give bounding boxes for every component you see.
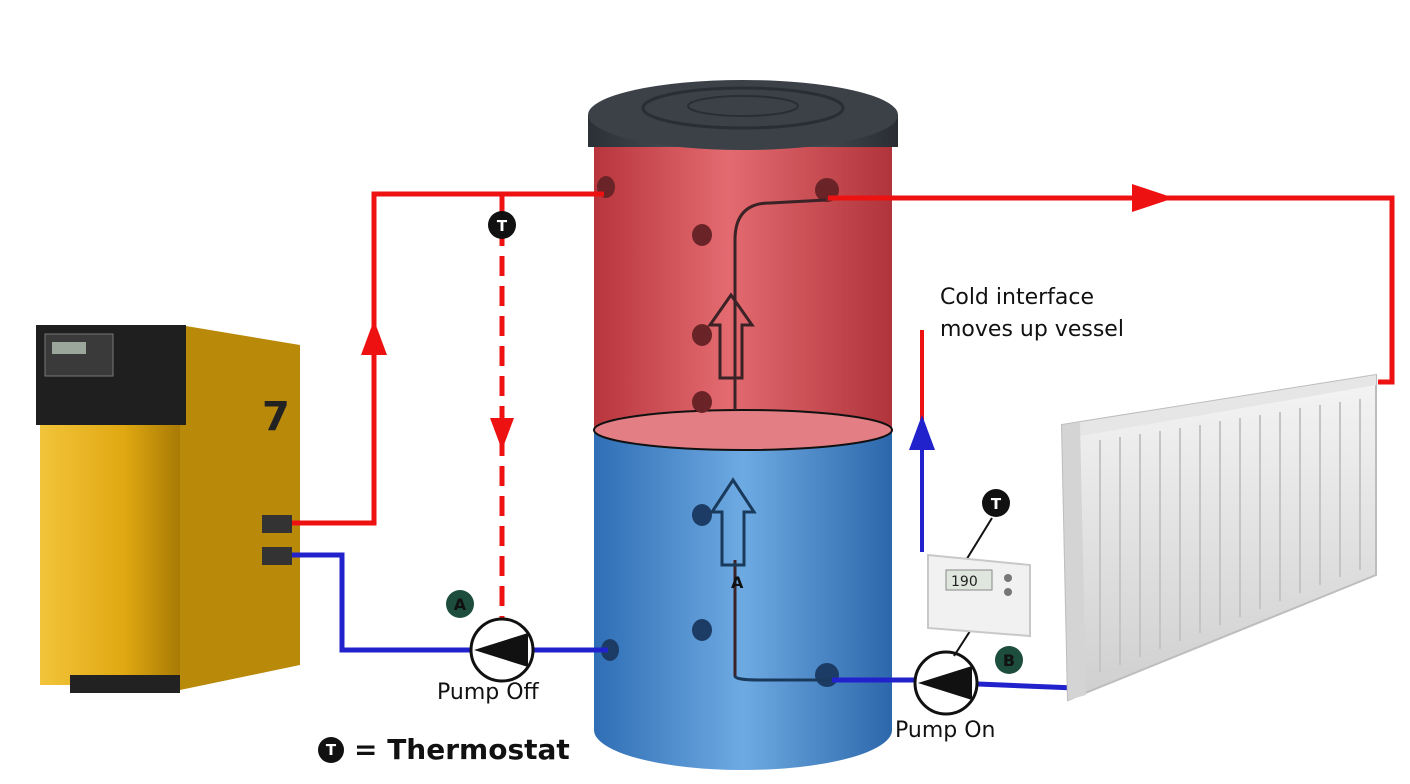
pump-a-arrow-icon <box>474 633 528 667</box>
arrow-a-label: A <box>731 573 744 592</box>
radiator-top <box>1062 375 1376 438</box>
radiator-return-pipe <box>977 681 1076 691</box>
interface-up-arrow-icon <box>909 415 935 450</box>
boiler-front <box>40 385 180 685</box>
pipes <box>292 184 1395 691</box>
thermostat-legend-icon: T <box>318 736 344 763</box>
boiler-logo-icon: 7 <box>262 394 290 440</box>
boiler-side <box>180 325 300 690</box>
internal-return-path <box>733 675 830 682</box>
pump-b-badge <box>995 646 1023 674</box>
hot-rise-arrow-icon <box>707 292 755 380</box>
pump-b: B <box>913 646 1023 716</box>
boiler-flow-pipe <box>292 191 604 526</box>
boiler-display-icon <box>44 333 114 377</box>
pump-b-badge-text: B <box>1003 651 1015 670</box>
hot-zone <box>594 130 892 430</box>
boiler-base <box>70 675 180 693</box>
flow-up-arrow-icon <box>361 320 387 355</box>
thermostat-b-button-icon <box>1004 574 1012 582</box>
thermostat-a: T <box>488 211 516 239</box>
pump-b-label: Pump On <box>895 718 996 743</box>
thermostat-b-symbol: T <box>991 495 1002 513</box>
signal-down-arrow-icon <box>490 418 514 450</box>
annotation-line-2: moves up vessel <box>940 317 1124 342</box>
vessel-bottom <box>594 690 892 770</box>
thermocline-interface <box>593 409 893 451</box>
thermostat-a-symbol: T <box>497 217 508 235</box>
thermostat-b-screen <box>945 569 993 591</box>
room-thermostat: 190 T <box>927 489 1031 657</box>
legend-text: = Thermostat <box>354 733 570 766</box>
boiler-return-pipe <box>292 552 470 653</box>
radiator-end <box>1062 422 1086 700</box>
storage-vessel: A <box>588 80 898 770</box>
pump-a-badge <box>446 590 474 618</box>
boiler-return-connector <box>262 547 292 565</box>
thermostat-b-button-icon <box>1004 588 1012 596</box>
boiler-flow-connector <box>262 515 292 533</box>
radiator-flow-pipe <box>828 195 1395 385</box>
pump-a: A <box>446 590 535 683</box>
vessel-lid-ring <box>641 86 845 130</box>
boiler-screen-icon <box>52 342 86 354</box>
internal-flow-path <box>733 198 827 676</box>
radiator <box>1060 373 1377 702</box>
vessel-lid-ring-inner <box>687 95 799 117</box>
legend: T = Thermostat <box>318 733 570 766</box>
thermostat-b-display: 190 <box>951 574 978 590</box>
cold-rise-arrow-icon <box>709 477 757 567</box>
boiler: 7 <box>36 325 300 693</box>
radiator-flow-arrow-icon <box>1132 184 1174 212</box>
annotation-line-1: Cold interface <box>940 285 1095 310</box>
thermostat-b-link <box>953 627 973 657</box>
thermostat-a-icon <box>488 211 516 239</box>
thermostat-b-icon <box>982 489 1010 517</box>
cold-interface-annotation: Cold interface moves up vessel <box>940 282 1124 346</box>
pump-a-label: Pump Off <box>437 680 539 705</box>
pump-a-badge-text: A <box>454 595 467 614</box>
thermostat-b-housing <box>927 553 1031 638</box>
cold-ports <box>601 504 839 687</box>
radiator-fins <box>1099 399 1361 672</box>
pump-b-arrow-icon <box>918 666 972 700</box>
